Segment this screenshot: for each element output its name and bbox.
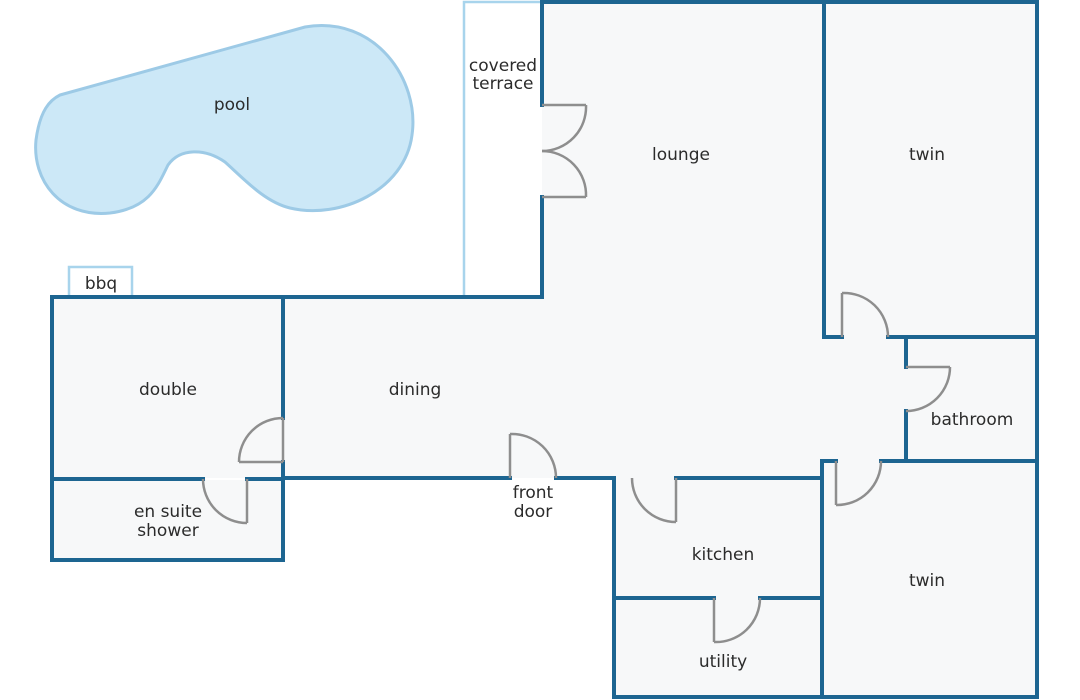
en-suite-label-2: shower [137,521,198,541]
terrace-double-door [541,103,588,199]
en-suite-door [201,478,249,525]
twin-top-label: twin [909,145,945,165]
front-door-label-1: front [513,483,554,503]
utility-label: utility [699,652,747,672]
double-label: double [139,380,197,400]
pool-shape [34,24,415,215]
lounge-label: lounge [652,145,710,165]
front-door-label-2: door [514,502,553,522]
kitchen-door [630,477,678,524]
twin-bottom-label: twin [909,571,945,591]
en-suite-label-1: en suite [134,502,202,522]
bathroom-door [905,365,952,413]
bbq-label: bbq [85,274,117,294]
utility-door [712,597,762,644]
floor-fills [52,3,1036,697]
covered-terrace-label-1: covered [469,56,537,76]
dining-label: dining [389,380,442,400]
walls [50,0,1039,699]
twin-top-door [840,291,890,338]
bathroom-label: bathroom [931,410,1014,430]
covered-terrace-label-2: terrace [472,74,533,94]
covered-terrace-outline [462,0,542,297]
kitchen-label: kitchen [692,545,755,565]
pool-label: pool [214,95,250,115]
room-labels: pool bbq covered terrace lounge twin dou… [85,56,1014,672]
bbq-box [67,265,134,299]
doors [201,103,952,644]
double-bedroom-door [237,416,285,464]
twin-bottom-door [834,460,883,507]
front-door [508,432,558,479]
